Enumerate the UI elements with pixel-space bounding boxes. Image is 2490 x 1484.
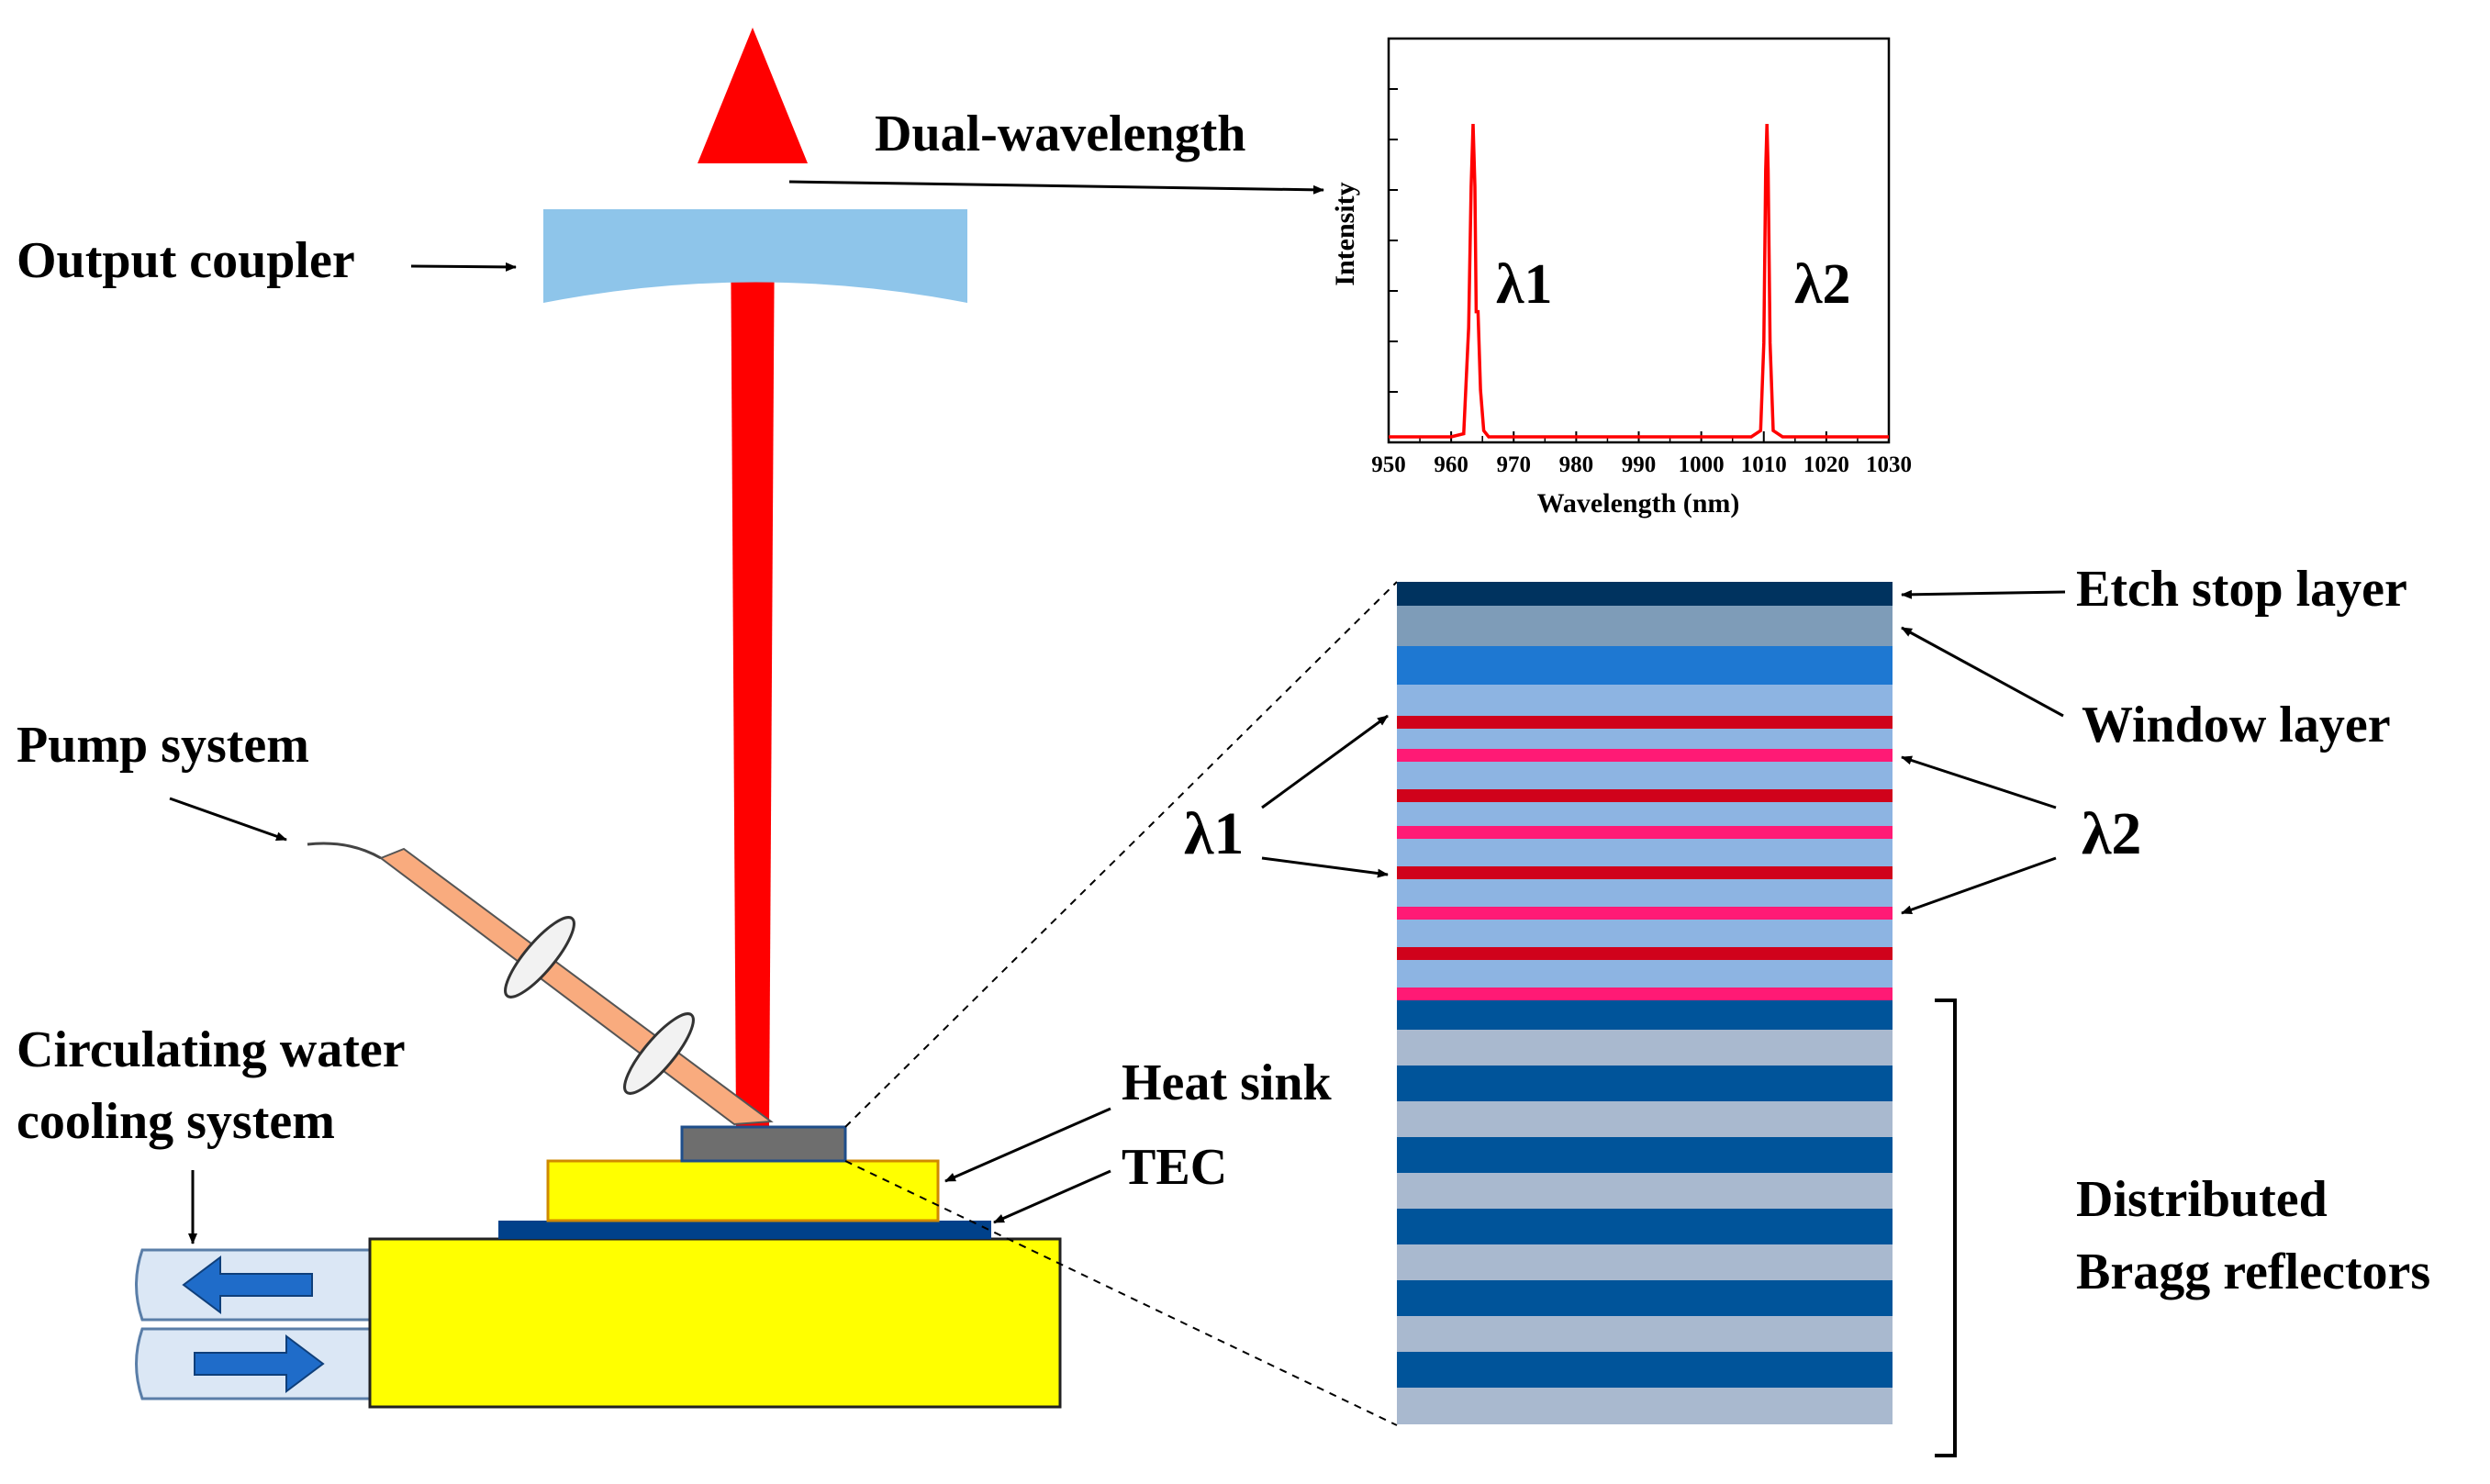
- chart-x-tick-label: 970: [1497, 452, 1532, 477]
- spectrum-chart: 950 960 970 980 990 1000 1010 1020 1030 Waveleng…: [1330, 37, 1912, 519]
- dbr-high-index-layer: [1397, 1209, 1893, 1244]
- chart-x-tick-label: 1030: [1866, 452, 1912, 477]
- spacer-layer: [1397, 729, 1893, 749]
- tec-layer: [498, 1221, 991, 1239]
- chart-x-tick-label: 1010: [1741, 452, 1787, 477]
- etch-stop-layer: [1397, 582, 1893, 606]
- chart-plot-frame: [1387, 37, 1891, 444]
- dual-wavelength-pointer: [788, 180, 1324, 195]
- lambda2-pointer-lower: [1901, 856, 2057, 915]
- quantum-well-lambda1: [1397, 789, 1893, 802]
- cooling-system-label-line1: Circulating water: [17, 1021, 406, 1078]
- dbr-low-index-layer: [1397, 1173, 1893, 1209]
- chart-x-tick-label: 1000: [1679, 452, 1725, 477]
- chart-x-tick-label: 950: [1371, 452, 1406, 477]
- spacer-layer: [1397, 685, 1893, 716]
- chart-series-spectrum: [1389, 123, 1889, 439]
- dbr-low-index-layer: [1397, 1101, 1893, 1137]
- dbr-high-index-layer: [1397, 1066, 1893, 1101]
- dbr-low-index-layer: [1397, 1388, 1893, 1424]
- lambda2-layer-label: λ2: [2082, 800, 2141, 867]
- chart-x-tick-label: 990: [1622, 452, 1657, 477]
- pump-beam: [378, 847, 774, 1126]
- chart-y-axis: [1389, 88, 1398, 393]
- quantum-well-lambda2: [1397, 907, 1893, 920]
- chart-x-axis-label: Wavelength (nm): [1537, 488, 1740, 519]
- heat-sink-label: Heat sink: [1122, 1054, 1333, 1111]
- output-coupler-pointer: [410, 262, 517, 272]
- pump-lens-1: [504, 916, 575, 999]
- layer-structure: [1397, 582, 1893, 1424]
- dbr-bracket: [1935, 999, 1957, 1457]
- pump-system: [307, 842, 774, 1126]
- water-flow-right-arrow: [194, 1334, 325, 1393]
- spacer-layer: [1397, 802, 1893, 826]
- spacer-layer: [1397, 960, 1893, 987]
- tec-label: TEC: [1122, 1139, 1227, 1196]
- zoom-line-bottom: [844, 1160, 1398, 1426]
- heat-sink-pointer: [944, 1107, 1111, 1183]
- lambda2-pointer-upper: [1901, 755, 2057, 809]
- copper-base-block: [368, 1237, 1062, 1409]
- tec-pointer: [993, 1169, 1111, 1224]
- etch-stop-pointer: [1901, 589, 2066, 599]
- window-layer-band: [1397, 606, 1893, 646]
- output-coupler-mirror: [543, 209, 967, 303]
- dual-wavelength-label: Dual-wavelength: [875, 106, 1245, 162]
- etch-stop-label: Etch stop layer: [2076, 561, 2407, 618]
- pump-system-pointer: [169, 797, 287, 842]
- dbr-low-index-layer: [1397, 1244, 1893, 1280]
- chart-x-axis: 950 960 970 980 990 1000 1010 1020 1030: [1371, 431, 1912, 477]
- laser-output-beam: [698, 28, 808, 1127]
- spacer-layer: [1397, 920, 1893, 947]
- spacer-layer: [1397, 839, 1893, 866]
- chart-x-tick-label: 1020: [1803, 452, 1849, 477]
- output-coupler-label: Output coupler: [17, 232, 355, 289]
- cooling-system-label-line2: cooling system: [17, 1093, 335, 1150]
- dbr-label-line2: Bragg reflectors: [2076, 1244, 2430, 1300]
- quantum-well-lambda1: [1397, 716, 1893, 729]
- chart-x-tick-label: 960: [1434, 452, 1468, 477]
- quantum-well-lambda2: [1397, 749, 1893, 762]
- spacer-layer: [1397, 762, 1893, 789]
- pump-fiber: [307, 842, 382, 860]
- spacer-layer: [1397, 879, 1893, 907]
- dbr-low-index-layer: [1397, 1316, 1893, 1352]
- laser-beam-arrowhead: [698, 28, 808, 163]
- window-layer-pointer: [1901, 626, 2064, 718]
- window-layer-label: Window layer: [2082, 697, 2391, 753]
- lambda1-pointer-lower: [1261, 856, 1389, 878]
- dbr-label-line1: Distributed: [2076, 1171, 2328, 1228]
- dbr-high-index-layer: [1397, 1352, 1893, 1388]
- heat-sink-block: [546, 1159, 940, 1222]
- quantum-well-lambda2: [1397, 826, 1893, 839]
- dbr-low-index-layer: [1397, 1030, 1893, 1066]
- chart-x-tick-label: 980: [1559, 452, 1594, 477]
- zoom-line-top: [844, 581, 1398, 1128]
- gain-chip: [680, 1125, 847, 1163]
- pump-lens-2: [623, 1012, 695, 1095]
- chart-peak-label-lambda2: λ2: [1794, 253, 1850, 316]
- chart-peak-label-lambda1: λ1: [1496, 253, 1552, 316]
- water-cooling-pipes: [135, 1248, 374, 1400]
- lambda1-layer-label: λ1: [1184, 800, 1244, 867]
- quantum-well-lambda2: [1397, 987, 1893, 1000]
- quantum-well-lambda1: [1397, 947, 1893, 960]
- water-flow-left-arrow: [182, 1255, 313, 1314]
- dbr-high-index-layer: [1397, 1137, 1893, 1173]
- lambda1-pointer-upper: [1261, 714, 1389, 809]
- pump-system-label: Pump system: [17, 717, 309, 774]
- laser-beam-shaft: [731, 216, 775, 1127]
- chart-y-axis-label: Intensity: [1330, 182, 1360, 285]
- dbr-high-index-layer: [1397, 1000, 1893, 1030]
- quantum-well-lambda1: [1397, 866, 1893, 879]
- window-layer-blue-band: [1397, 646, 1893, 685]
- dbr-high-index-layer: [1397, 1280, 1893, 1316]
